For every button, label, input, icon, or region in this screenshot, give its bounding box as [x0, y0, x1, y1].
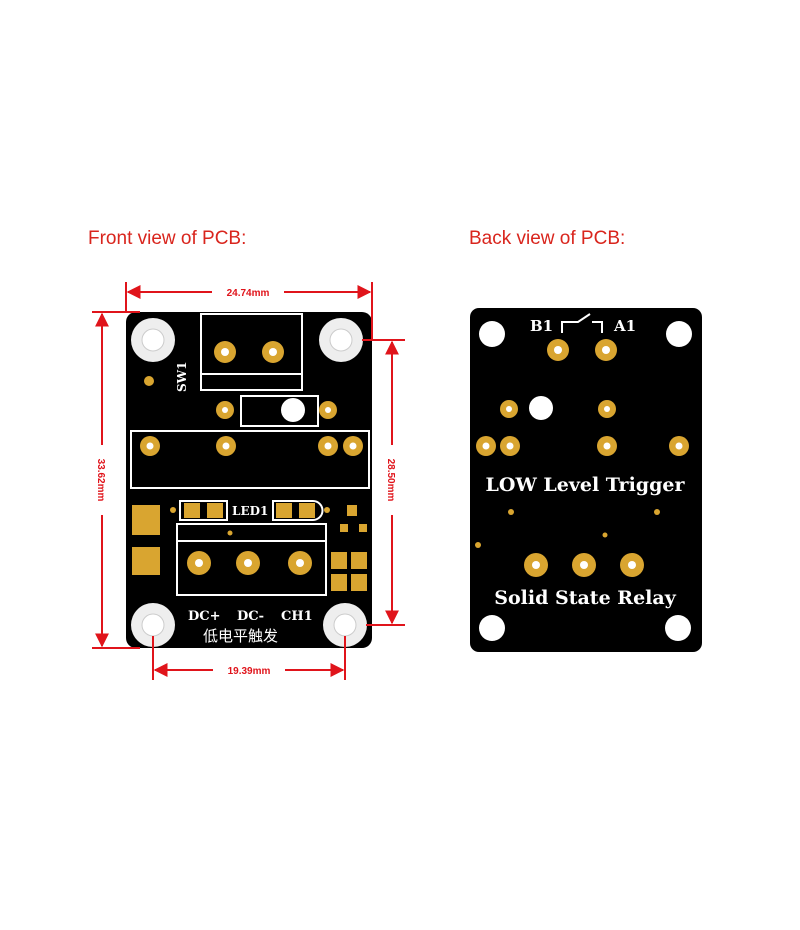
front-view-title: Front view of PCB:	[88, 228, 247, 249]
front-pcb: SW1 LED1 DC+ DC- CH1 低电平触	[126, 312, 372, 648]
hole-horizontal-dimension: 19.39mm	[228, 666, 271, 677]
led1-label: LED1	[232, 504, 268, 518]
sw1-label: SW1	[175, 362, 189, 393]
hole-vertical-dimension: 28.50mm	[385, 459, 396, 502]
low-level-trigger-label: LOW Level Trigger	[486, 474, 686, 496]
back-view-title: Back view of PCB:	[469, 228, 626, 249]
solid-state-relay-label: Solid State Relay	[494, 587, 676, 609]
back-pcb: B1 A1 LOW Level Trigger Solid State Rela…	[470, 308, 702, 652]
switch-symbol	[561, 313, 603, 333]
width-dimension: 24.74mm	[227, 288, 270, 299]
dc-plus-label: DC+	[188, 609, 221, 624]
height-dimension: 33.62mm	[95, 459, 106, 502]
b1-label: B1	[530, 317, 553, 335]
a1-label: A1	[613, 317, 636, 335]
dimension-lines: 24.74mm 33.62mm 28.50mm 19.39mm	[92, 282, 405, 680]
low-level-trigger-chinese: 低电平触发	[203, 627, 278, 645]
ch1-label: CH1	[281, 609, 313, 624]
mounting-holes	[131, 318, 367, 647]
dc-minus-label: DC-	[237, 609, 264, 624]
